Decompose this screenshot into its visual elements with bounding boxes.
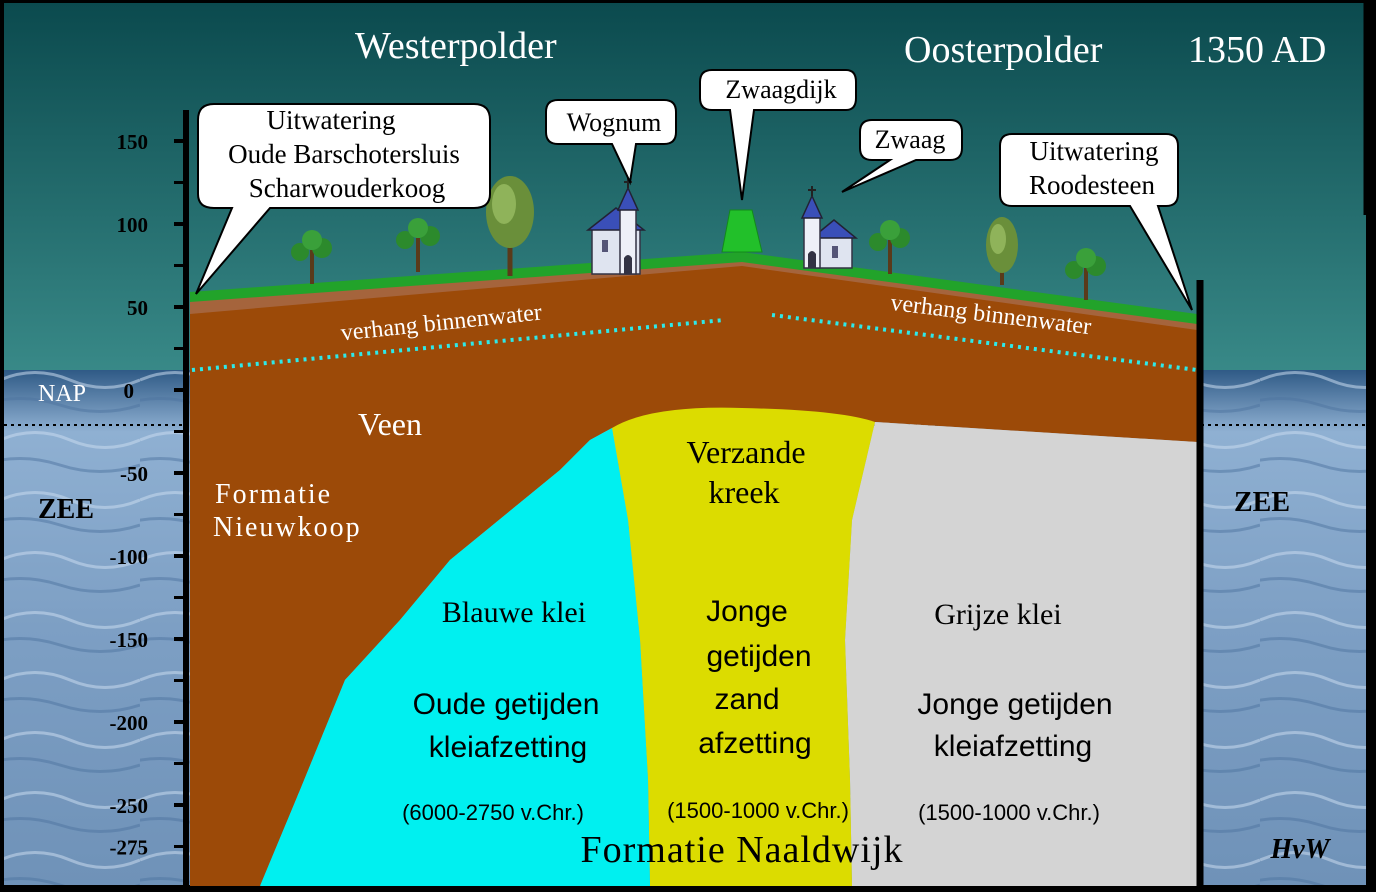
church-zwaag-icon: [800, 186, 859, 269]
axis-tick-label: 50: [127, 296, 148, 320]
zwaagdijk-dike: [721, 209, 763, 253]
young-sand-line-1: Jonge: [706, 595, 788, 628]
axis-tick-label: -275: [110, 836, 149, 860]
sand-date: (1500-1000 v.Chr.): [667, 798, 849, 823]
creek-line-1: Verzande: [686, 434, 805, 470]
old-tidal-line-2: kleiafzetting: [429, 731, 587, 764]
axis-tick-label: -50: [120, 462, 148, 486]
blue-clay-label: Blauwe klei: [442, 596, 586, 629]
formation-naaldwijk-label: Formatie Naaldwijk: [581, 829, 904, 871]
author-signature: HvW: [1269, 834, 1331, 865]
peat-label: Veen: [358, 406, 422, 442]
young-tidal-line-1: Jonge getijden: [917, 688, 1112, 721]
tree-icon: [291, 230, 332, 284]
young-tidal-line-2: kleiafzetting: [934, 730, 1092, 763]
willow-tree-icon: [486, 176, 534, 276]
outlet-west-line-3: Scharwouderkoog: [249, 173, 445, 203]
outlet-east-line-1: Uitwatering: [1030, 136, 1159, 166]
peat-layer: [190, 256, 1197, 886]
wognum-label: Wognum: [567, 108, 662, 137]
formation-nieuwkoop-line-1: Formatie: [215, 479, 332, 510]
blue-clay-layer: [260, 428, 650, 886]
grass-surface: [190, 252, 1197, 324]
church-wognum-icon: [585, 178, 647, 275]
callout-wognum: Wognum: [545, 99, 677, 186]
sea-label-left: ZEE: [38, 494, 94, 525]
old-tidal-line-1: Oude getijden: [413, 688, 600, 721]
oosterpolder-label: Oosterpolder: [904, 29, 1103, 71]
grey-clay-label: Grijze klei: [934, 598, 1061, 631]
axis-tick-label: -200: [110, 711, 149, 735]
sea-label-right: ZEE: [1234, 487, 1290, 518]
creek-line-2: kreek: [708, 474, 779, 510]
young-sand-line-2: getijden: [706, 640, 811, 673]
depth-axis: 150 100 50 0 -50 -100 -150 -200 -250 -275 NAP: [38, 110, 189, 886]
axis-tick-label: 0: [124, 379, 135, 403]
outlet-west-line-1: Uitwatering: [267, 105, 396, 135]
tree-icon: [1065, 248, 1106, 300]
nap-label: NAP: [38, 381, 86, 407]
blue-clay-date: (6000-2750 v.Chr.): [402, 800, 584, 825]
zwaag-label: Zwaag: [875, 125, 946, 154]
axis-tick-label: -150: [110, 628, 149, 652]
axis-tick-label: 100: [117, 213, 149, 237]
willow-tree-icon: [986, 217, 1018, 285]
grey-clay-layer: [845, 422, 1197, 886]
axis-tick-label: -250: [110, 794, 149, 818]
tree-icon: [869, 220, 910, 274]
tree-icon: [396, 218, 440, 272]
axis-tick-label: 150: [117, 130, 149, 154]
young-sand-line-3: zand: [714, 683, 779, 716]
gradient-line-west: [191, 318, 725, 372]
young-sand-line-4: afzetting: [698, 727, 811, 760]
callout-outlet-east: Uitwatering Roodesteen: [999, 133, 1193, 311]
outlet-west-line-2: Oude Barschotersluis: [228, 139, 460, 169]
callout-outlet-west: Uitwatering Oude Barschotersluis Scharwo…: [195, 103, 491, 295]
year-label: 1350 AD: [1188, 29, 1326, 71]
callout-zwaagdijk: Zwaagdijk: [699, 69, 857, 201]
outlet-east-line-2: Roodesteen: [1029, 170, 1155, 200]
callout-zwaag: Zwaag: [841, 119, 963, 193]
zwaagdijk-label: Zwaagdijk: [725, 75, 836, 104]
formation-nieuwkoop-line-2: Nieuwkoop: [213, 512, 362, 543]
creek-sand-layer: [612, 407, 875, 886]
westerpolder-label: Westerpolder: [355, 25, 557, 67]
grey-clay-date: (1500-1000 v.Chr.): [918, 800, 1100, 825]
axis-tick-label: -100: [110, 545, 149, 569]
